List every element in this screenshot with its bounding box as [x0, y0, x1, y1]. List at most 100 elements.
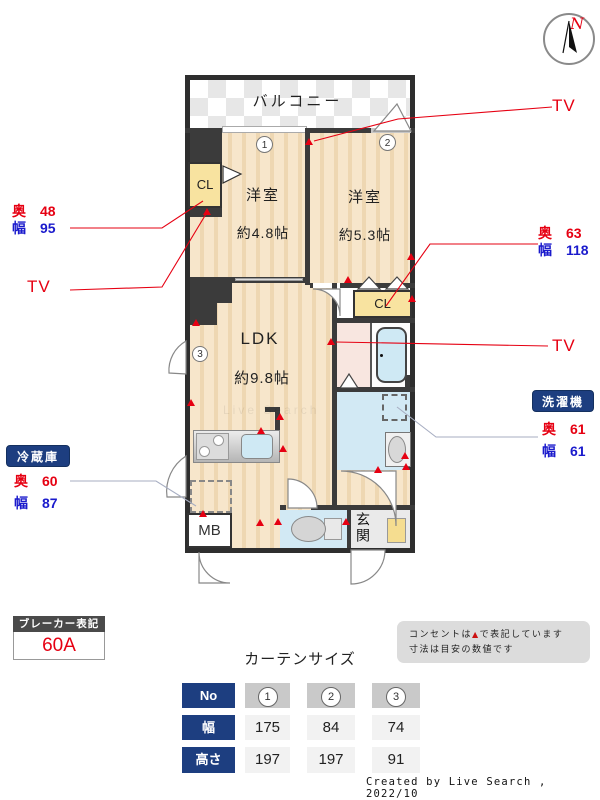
closet-1-label: CL — [196, 177, 214, 192]
mb-door-arc — [198, 551, 231, 584]
ldk-name: LDK — [240, 329, 280, 348]
kitchen-stub-h — [265, 407, 280, 412]
ldk-right-wall — [332, 283, 337, 510]
stove-burner-2 — [199, 446, 210, 457]
ldk-block-a — [190, 280, 232, 303]
curtain-row-label-width: 幅 — [182, 715, 235, 740]
credit-line: Created by Live Search , 2022/10 — [366, 776, 547, 800]
compass-north-label: N — [570, 14, 584, 33]
room2-area: 約5.3帖 — [338, 227, 392, 243]
sanitary-bath-wall — [370, 323, 372, 387]
curtain-col2-number: 2 — [307, 683, 355, 708]
washer-depth-value: 61 — [570, 420, 586, 437]
washer-width-label: 幅 — [542, 442, 556, 459]
fridge-width-label: 幅 — [14, 494, 28, 511]
legend-note: コンセントは▲で表記しています 寸法は目安の数値です — [397, 621, 590, 663]
balcony-label: バルコニー — [252, 93, 343, 110]
outer-wall-left — [185, 75, 190, 553]
room2-floor — [310, 133, 410, 285]
fridge-depth-value: 60 — [42, 472, 58, 489]
floorplan: CL CL MB バルコニー 1 洋室 約4.8帖 2 洋室 約5.3帖 3 L… — [185, 75, 415, 553]
room2-name: 洋室 — [347, 189, 382, 206]
stove-burner-1 — [213, 435, 224, 446]
washer-badge: 洗濯機 — [532, 390, 594, 412]
room1-name: 洋室 — [245, 187, 280, 204]
curtain-col1-number: 1 — [245, 683, 290, 708]
breaker-title: ブレーカー表記 — [13, 616, 105, 632]
curtain-col2-width: 84 — [307, 715, 355, 740]
compass-needle-icon — [562, 20, 577, 54]
toilet-bowl — [291, 516, 326, 542]
curtain-title: カーテンサイズ — [244, 651, 356, 668]
tv-right-label: TV — [552, 336, 576, 355]
room2-number: 2 — [379, 134, 396, 151]
washer-badge-label: 洗濯機 — [541, 395, 584, 409]
meter-box-label: MB — [198, 522, 221, 539]
fridge-badge: 冷蔵庫 — [6, 445, 70, 467]
ldk-number: 3 — [192, 346, 208, 362]
compass: N — [542, 12, 598, 68]
fridge-depth-label: 奥 — [14, 472, 28, 489]
right-closet-depth-label: 奥 — [538, 224, 552, 241]
shoe-cabinet — [387, 518, 406, 543]
curtain-row-label-no: No — [182, 683, 235, 708]
outer-wall-right — [410, 75, 415, 553]
right-closet-width-value: 118 — [566, 241, 589, 258]
curtain-col3-height: 91 — [372, 747, 420, 773]
kitchen-sink — [241, 434, 273, 459]
curtain-col1-width: 175 — [245, 715, 290, 740]
left-window-arc-1 — [168, 339, 187, 375]
entrance-label: 玄関 — [355, 512, 371, 544]
entrance-door-arc — [350, 549, 386, 585]
sanitary-floor — [337, 323, 372, 387]
watermark: Live Search — [223, 403, 320, 417]
outer-wall-top — [185, 75, 415, 80]
tv-top-label: TV — [552, 96, 576, 115]
outer-wall-bottom — [185, 548, 415, 553]
left-closet-line — [70, 200, 204, 229]
legend-line-2: 寸法は目安の数値です — [409, 645, 515, 655]
right-closet-depth-value: 63 — [566, 224, 582, 241]
legend-line-1: コンセントは▲で表記しています — [409, 630, 564, 640]
left-closet-dims: 奥 48 幅 95 — [12, 202, 56, 236]
washroom-stub-a — [405, 375, 410, 392]
washer-width-value: 61 — [570, 442, 586, 459]
left-closet-width-value: 95 — [40, 219, 56, 236]
toilet-entrance-wall — [347, 508, 351, 548]
hall-bottom-wall-a — [280, 505, 286, 510]
left-closet-depth-label: 奥 — [12, 202, 26, 219]
hallway-floor — [337, 470, 410, 510]
ldk-area: 約9.8帖 — [234, 370, 290, 387]
curtain-col3-number: 3 — [372, 683, 420, 708]
washroom-sink-bowl — [388, 436, 406, 463]
left-closet-depth-value: 48 — [40, 202, 56, 219]
fridge-width-value: 87 — [42, 494, 58, 511]
curtain-col2-height: 197 — [307, 747, 355, 773]
room-divider-wall — [305, 128, 310, 285]
left-window-arc-2 — [166, 454, 187, 498]
room1-number: 1 — [256, 136, 273, 153]
washer-line — [396, 406, 538, 438]
breaker-box: ブレーカー表記 60A — [13, 616, 105, 660]
tv-left-label: TV — [27, 277, 51, 296]
wall-block-b — [190, 208, 222, 217]
outlet-triangle-icon: ▲ — [472, 630, 480, 639]
left-closet-width-label: 幅 — [12, 219, 26, 236]
fridge-line — [70, 480, 197, 507]
closet-2-label: CL — [374, 296, 391, 311]
cl2-bottom-wall — [333, 318, 415, 323]
room1-ldk-slider — [235, 278, 303, 281]
room2-door-gap — [313, 283, 340, 288]
curtain-row-label-height: 高さ — [182, 747, 235, 773]
washer-depth-label: 奥 — [542, 420, 556, 437]
room1-window — [222, 126, 307, 133]
washer-dims: 奥 61 幅 61 — [542, 420, 586, 459]
curtain-col1-height: 197 — [245, 747, 290, 773]
fridge-space — [190, 480, 232, 513]
breaker-value: 60A — [13, 632, 105, 660]
toilet-tank — [324, 518, 342, 540]
ldk-block-b — [190, 303, 217, 325]
sanitary-washroom-wall — [335, 387, 415, 392]
